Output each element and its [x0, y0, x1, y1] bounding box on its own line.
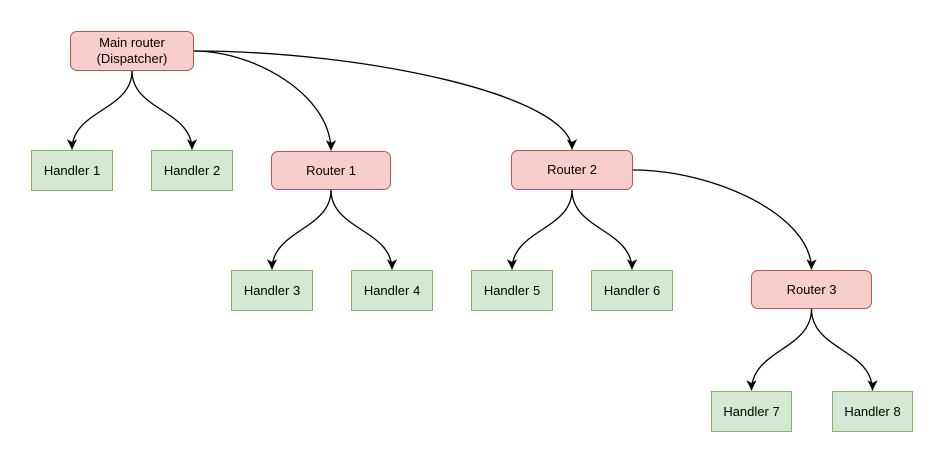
- edge-router-3-to-handler-7: [746, 308, 813, 391]
- node-label: Handler 4: [363, 282, 421, 298]
- node-label: Handler 2: [163, 162, 221, 178]
- node-label: Main router (Dispatcher): [96, 35, 168, 66]
- node-handler-2: Handler 2: [151, 150, 233, 191]
- node-handler-6: Handler 6: [591, 270, 673, 311]
- edge-router-3-to-handler-8: [810, 308, 878, 391]
- node-handler-8: Handler 8: [832, 391, 913, 432]
- edge-router-2-to-router-3: [632, 169, 817, 270]
- node-label: Handler 6: [603, 282, 661, 298]
- edge-router-2-to-handler-6: [571, 189, 638, 270]
- node-main-router: Main router (Dispatcher): [70, 31, 194, 71]
- edge-main-router-to-handler-2: [131, 70, 198, 150]
- edge-main-router-to-router-2: [193, 50, 578, 150]
- node-handler-4: Handler 4: [351, 270, 433, 311]
- node-label: Handler 8: [844, 403, 901, 419]
- node-handler-3: Handler 3: [231, 270, 313, 311]
- node-label: Handler 3: [243, 282, 301, 298]
- edge-main-router-to-handler-1: [66, 70, 133, 150]
- node-router-2: Router 2: [511, 150, 633, 190]
- edge-router-1-to-handler-3: [266, 189, 332, 270]
- node-label: Router 2: [547, 162, 597, 178]
- node-router-3: Router 3: [751, 270, 872, 309]
- node-label: Handler 1: [43, 162, 101, 178]
- node-label: Router 1: [306, 162, 356, 178]
- node-handler-5: Handler 5: [471, 270, 553, 311]
- node-handler-1: Handler 1: [31, 150, 113, 191]
- node-label: Handler 7: [723, 403, 780, 419]
- node-label: Handler 5: [483, 282, 541, 298]
- edge-router-2-to-handler-5: [506, 189, 573, 270]
- node-handler-7: Handler 7: [711, 391, 792, 432]
- edge-main-router-to-router-1: [193, 50, 337, 151]
- node-label: Router 3: [786, 281, 837, 297]
- edge-router-1-to-handler-4: [330, 189, 398, 270]
- node-router-1: Router 1: [271, 151, 391, 190]
